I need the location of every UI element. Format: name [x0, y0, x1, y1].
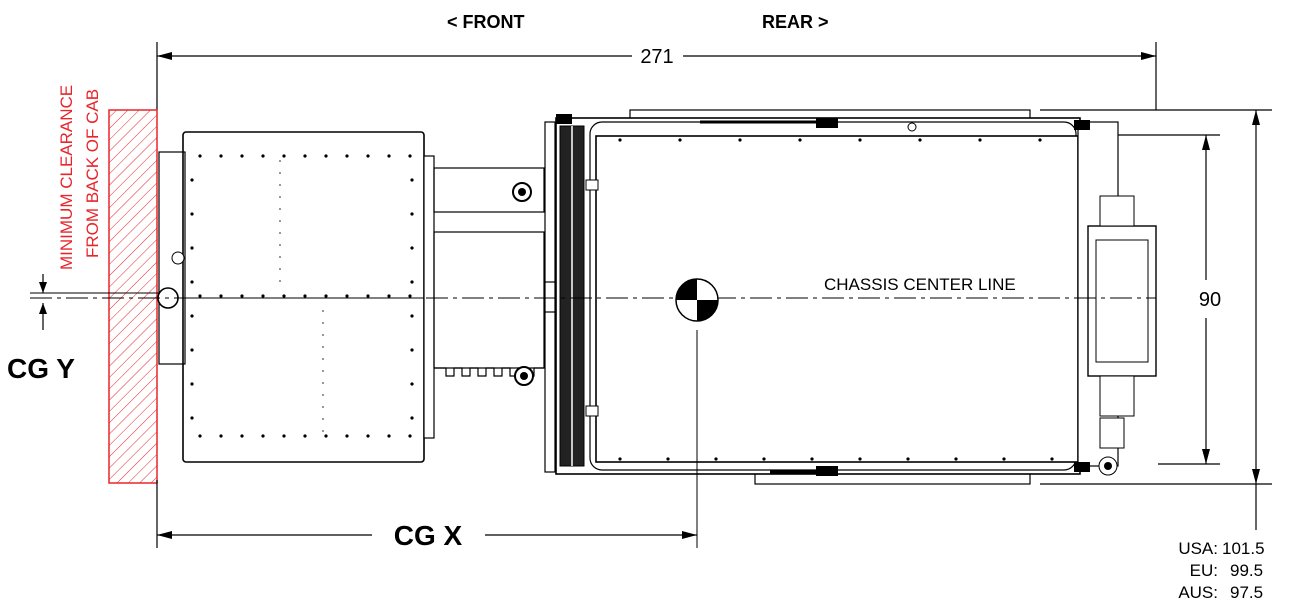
rivet-dot	[324, 294, 328, 298]
rivet-dot	[324, 154, 328, 158]
rivet-dot	[282, 154, 286, 158]
rivet-dot	[408, 154, 412, 158]
rivet-dot	[324, 434, 328, 438]
rivet-dot	[410, 314, 414, 318]
rivet-dot	[387, 154, 391, 158]
rivet-dot	[219, 154, 223, 158]
front-body-rivets	[190, 154, 414, 438]
rivet-dot	[261, 154, 265, 158]
rear-body	[555, 109, 1157, 485]
rivet-dot	[906, 457, 910, 461]
rivet-dot	[198, 294, 202, 298]
clearance-label-line2: FROM BACK OF CAB	[83, 89, 102, 258]
rivet-dot	[410, 382, 414, 386]
rivet-dot	[738, 138, 742, 142]
rivet-dot	[198, 154, 202, 158]
overall-width-dimension	[1040, 109, 1272, 530]
rivet-dot	[410, 348, 414, 352]
rivet-dot	[408, 294, 412, 298]
rivet-dot	[678, 138, 682, 142]
cg-x-label: CG X	[394, 520, 463, 551]
rivet-dot	[366, 294, 370, 298]
rivet-dot	[345, 154, 349, 158]
rivet-dot	[366, 434, 370, 438]
rivet-dot	[410, 246, 414, 250]
front-body-box	[157, 131, 435, 463]
rivet-dot	[954, 457, 958, 461]
rivet-dot	[387, 434, 391, 438]
rivet-dot	[282, 294, 286, 298]
rivet-dot	[618, 457, 622, 461]
width-value-eu: 99.5	[1230, 561, 1263, 580]
rivet-dot	[408, 434, 412, 438]
cg-y-label: CG Y	[7, 353, 75, 384]
rear-body-rivets	[618, 138, 1054, 461]
width-value-usa: 101.5	[1222, 539, 1265, 558]
body-width-value: 90	[1199, 289, 1221, 311]
rivet-dot	[198, 434, 202, 438]
rivet-dot	[798, 138, 802, 142]
rivet-dot	[303, 434, 307, 438]
rivet-dot	[190, 382, 194, 386]
rivet-dot	[666, 457, 670, 461]
center-of-gravity-symbol	[675, 278, 719, 548]
rivet-dot	[219, 294, 223, 298]
rivet-dot	[303, 294, 307, 298]
rivet-dot	[303, 154, 307, 158]
rivet-dot	[410, 416, 414, 420]
clearance-label-line1: MINIMUM CLEARANCE	[57, 85, 76, 270]
rivet-dot	[190, 314, 194, 318]
chassis-center-line: CHASSIS CENTER LINE	[30, 275, 1156, 299]
rivet-dot	[918, 138, 922, 142]
cab-clearance-zone: MINIMUM CLEARANCE FROM BACK OF CAB	[57, 85, 158, 484]
connector-section	[433, 121, 556, 473]
rivet-dot	[261, 294, 265, 298]
rivet-dot	[345, 434, 349, 438]
rivet-dot	[345, 294, 349, 298]
rivet-dot	[1002, 457, 1006, 461]
overall-length-value: 271	[640, 46, 673, 68]
rivet-dot	[366, 154, 370, 158]
width-region-usa: USA:	[1178, 539, 1218, 558]
cg-x-dimension: CG X	[156, 480, 697, 551]
rivet-dot	[190, 280, 194, 284]
rivet-dot	[190, 246, 194, 250]
cg-y-dimension: CG Y	[7, 274, 160, 384]
rivet-dot	[410, 178, 414, 182]
rivet-dot	[858, 138, 862, 142]
rivet-dot	[1038, 138, 1042, 142]
rivet-dot	[190, 178, 194, 182]
center-line-label: CHASSIS CENTER LINE	[824, 275, 1016, 294]
rivet-dot	[858, 457, 862, 461]
rivet-dot	[240, 294, 244, 298]
rivet-dot	[410, 280, 414, 284]
width-value-aus: 97.5	[1230, 583, 1263, 602]
rivet-dot	[282, 434, 286, 438]
rivet-dot	[714, 457, 718, 461]
rivet-dot	[410, 212, 414, 216]
overall-length-dimension: 271	[156, 42, 1157, 110]
rivet-dot	[240, 434, 244, 438]
rivet-dot	[261, 434, 265, 438]
rivet-dot	[240, 154, 244, 158]
overall-width-values: USA: 101.5 EU: 99.5 AUS: 97.5	[1178, 539, 1264, 602]
rear-label: REAR >	[762, 12, 829, 32]
rivet-dot	[762, 457, 766, 461]
width-region-eu: EU:	[1190, 561, 1218, 580]
rivet-dot	[190, 416, 194, 420]
rivet-dot	[1050, 457, 1054, 461]
rivet-dot	[219, 434, 223, 438]
body-width-dimension: 90	[1118, 134, 1221, 465]
rivet-dot	[190, 348, 194, 352]
width-region-aus: AUS:	[1178, 583, 1218, 602]
front-label: < FRONT	[447, 12, 525, 32]
rivet-dot	[810, 457, 814, 461]
rivet-dot	[387, 294, 391, 298]
rivet-dot	[618, 138, 622, 142]
rivet-dot	[190, 212, 194, 216]
rivet-dot	[978, 138, 982, 142]
